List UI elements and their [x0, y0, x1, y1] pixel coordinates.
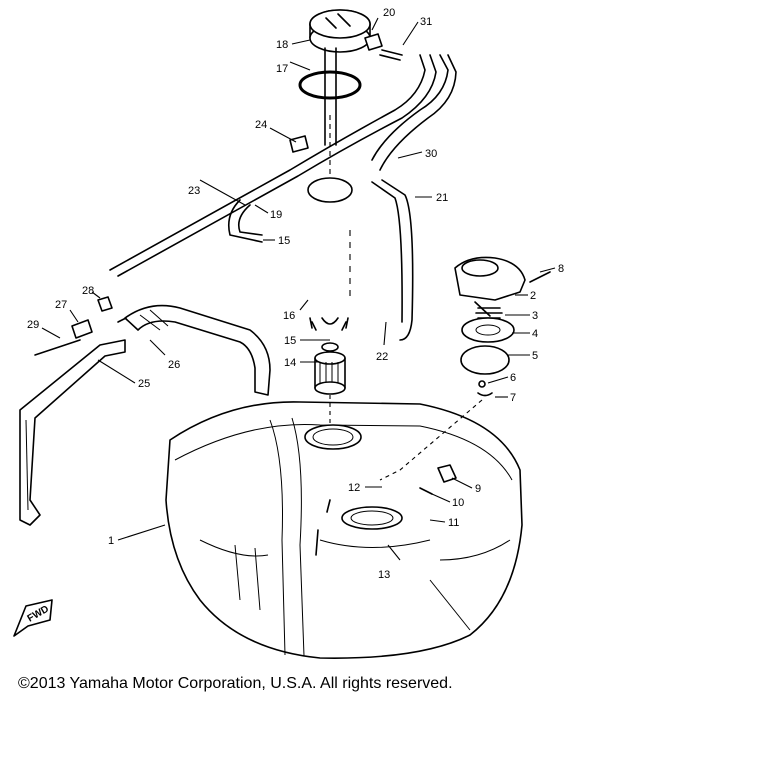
- callout-9: 9: [475, 483, 481, 495]
- fuel-cap-assembly: [309, 9, 371, 53]
- forward-arrow-icon: FWD: [13, 599, 53, 637]
- callout-17: 17: [276, 63, 288, 75]
- bracket-bolt-part: [34, 296, 127, 356]
- callout-25: 25: [138, 378, 150, 390]
- callout-4: 4: [532, 328, 538, 340]
- callout-26: 26: [168, 359, 180, 371]
- callout-28: 28: [82, 285, 94, 297]
- callout-24: 24: [255, 119, 267, 131]
- callout-15b: 15: [278, 235, 290, 247]
- callout-2: 2: [530, 290, 536, 302]
- callout-15a: 15: [284, 335, 296, 347]
- callout-29: 29: [27, 319, 39, 331]
- fuel-cock-part: [379, 256, 551, 481]
- callout-5: 5: [532, 350, 538, 362]
- callout-12: 12: [348, 482, 360, 494]
- callout-30: 30: [425, 148, 437, 160]
- callout-31: 31: [420, 16, 432, 28]
- callout-13: 13: [378, 569, 390, 581]
- leader-lines: [41, 17, 556, 561]
- strainer-part: [309, 317, 349, 425]
- breather-hose-part: [109, 33, 457, 341]
- callout-14: 14: [284, 357, 296, 369]
- callout-10: 10: [452, 497, 464, 509]
- callout-21: 21: [436, 192, 448, 204]
- callout-3: 3: [532, 310, 538, 322]
- callout-22: 22: [376, 351, 388, 363]
- exploded-parts-diagram: FWD 1 2: [13, 7, 564, 659]
- callout-8: 8: [558, 263, 564, 275]
- copyright-notice: ©2013 Yamaha Motor Corporation, U.S.A. A…: [18, 675, 453, 692]
- filler-tube-part: [307, 47, 353, 300]
- callout-19: 19: [270, 209, 282, 221]
- callout-1: 1: [108, 535, 114, 547]
- fuel-tank-part: [165, 401, 523, 659]
- callout-6: 6: [510, 372, 516, 384]
- callout-labels: 1 2 3 4 5 6 7 8 9 10 11 12 13 14 15 15 1…: [27, 7, 564, 581]
- callout-11: 11: [448, 517, 459, 529]
- callout-18: 18: [276, 39, 288, 51]
- callout-7: 7: [510, 392, 516, 404]
- callout-27: 27: [55, 299, 67, 311]
- callout-20: 20: [383, 7, 395, 19]
- tank-bracket-part: [19, 304, 271, 526]
- callout-16: 16: [283, 310, 295, 322]
- o-ring-part: [298, 70, 362, 100]
- callout-23: 23: [188, 185, 200, 197]
